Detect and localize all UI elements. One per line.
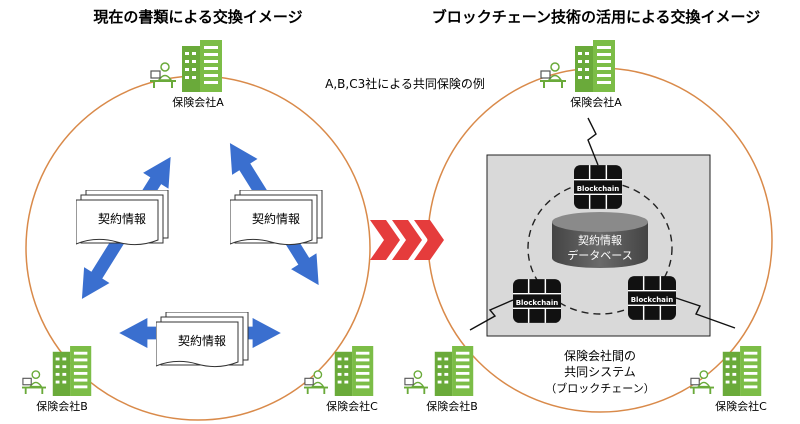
company-c-label-left: 保険会社C — [326, 399, 378, 413]
contract-doc-label-2: 契約情報 — [252, 211, 300, 226]
system-label-line1: 保険会社間の — [564, 348, 636, 363]
database-label-line2: データベース — [567, 248, 632, 262]
blockchain-node-a-label: Blockchain — [577, 185, 620, 193]
link-b — [469, 299, 514, 331]
building-icon-b-left — [52, 346, 92, 396]
worker-icon-a-right — [540, 62, 566, 88]
left-title: 現在の書類による交換イメージ — [93, 8, 302, 26]
building-icon-c-left — [334, 346, 374, 396]
worker-icon-c-left — [304, 370, 328, 394]
contract-doc-label-1: 契約情報 — [98, 211, 146, 226]
system-label-line2: 共同システム — [564, 365, 636, 379]
company-a-label-left: 保険会社A — [172, 95, 224, 109]
company-b-label-left: 保険会社B — [36, 399, 88, 413]
building-icon-a-left — [182, 40, 222, 92]
worker-icon-b-right — [404, 370, 428, 394]
contract-doc-label-3: 契約情報 — [178, 333, 226, 348]
database-label-line1: 契約情報 — [578, 233, 622, 247]
building-icon-b-right — [434, 346, 474, 396]
building-icon-c-right — [722, 346, 762, 396]
database-icon — [552, 212, 648, 268]
link-c — [675, 297, 736, 329]
transition-chevrons — [370, 220, 444, 260]
worker-icon-c-right — [690, 370, 714, 394]
right-title: ブロックチェーン技術の活用による交換イメージ — [432, 8, 761, 26]
system-label-line3: （ブロックチェーン） — [545, 381, 654, 395]
company-a-label-right: 保険会社A — [570, 95, 622, 109]
worker-icon-b-left — [22, 370, 46, 394]
link-a — [587, 117, 599, 166]
blockchain-node-b-label: Blockchain — [516, 299, 559, 307]
building-icon-a-right — [575, 40, 615, 92]
company-c-label-right: 保険会社C — [715, 399, 767, 413]
co-insurance-caption: A,B,C3社による共同保険の例 — [325, 76, 485, 91]
network-links — [469, 117, 736, 331]
company-b-label-right: 保険会社B — [426, 399, 478, 413]
worker-icon-a-left — [150, 62, 176, 88]
blockchain-node-c-label: Blockchain — [631, 296, 674, 304]
